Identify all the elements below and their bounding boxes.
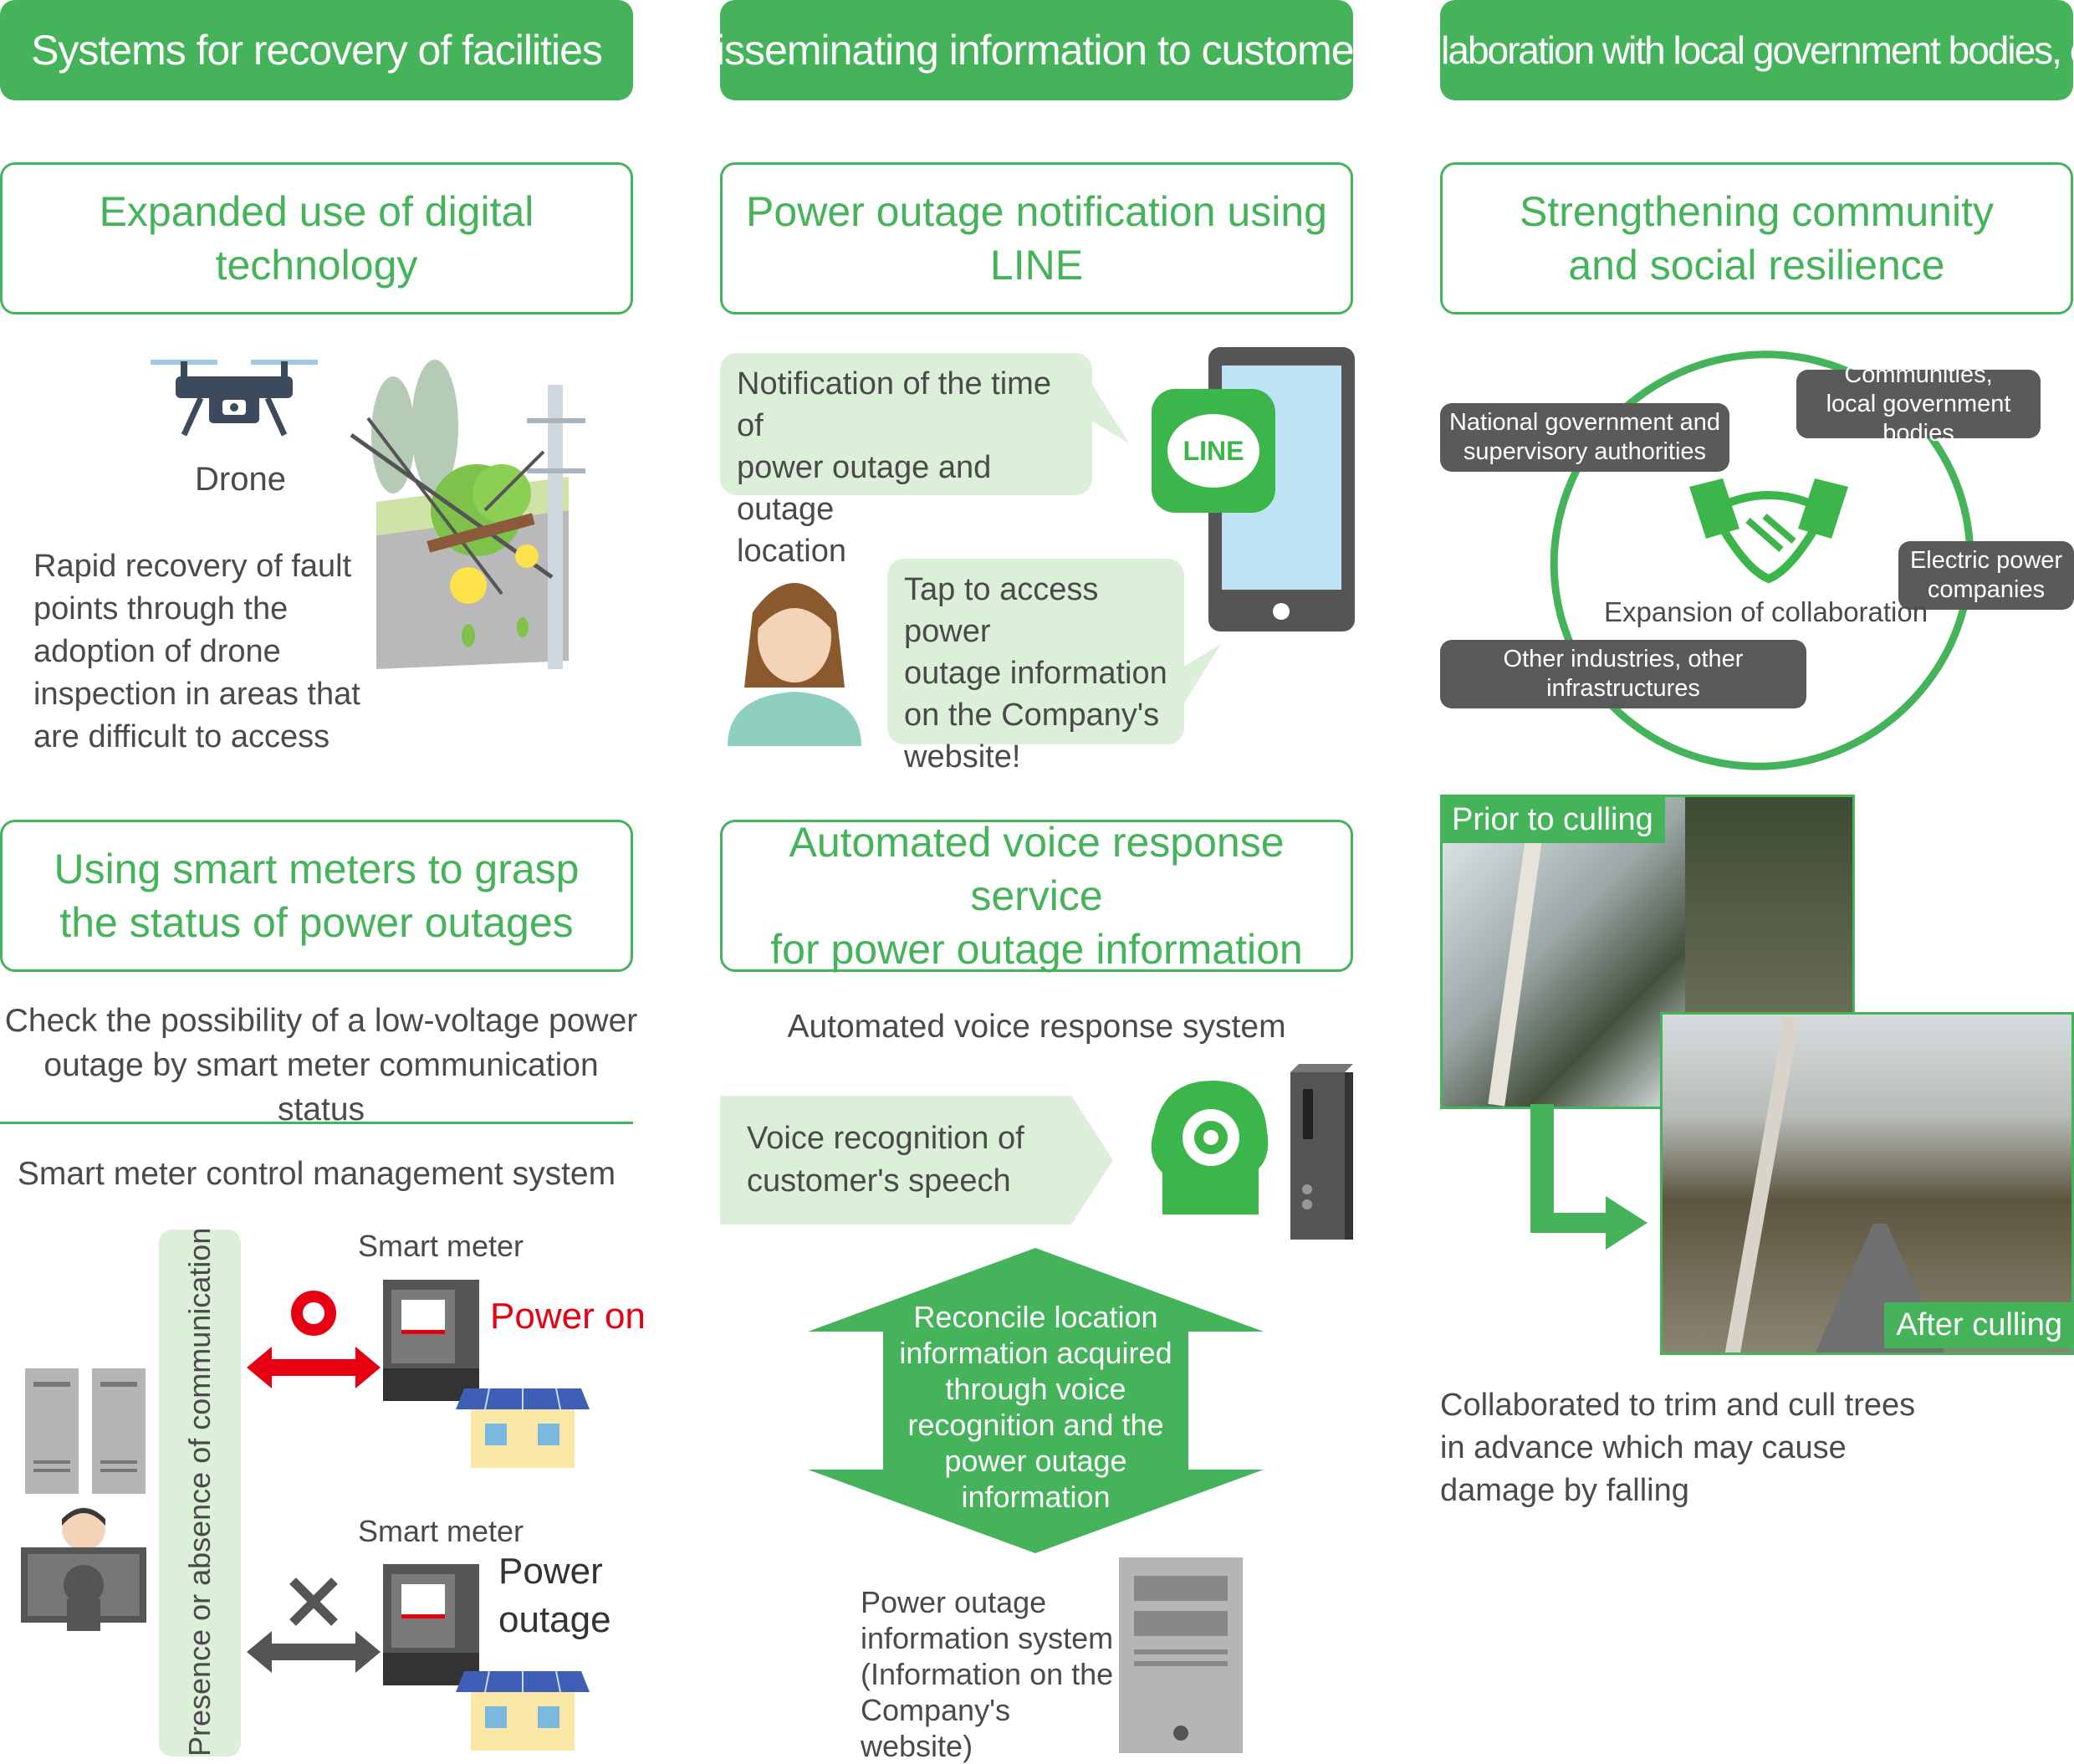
bubble-tail-1 <box>1087 376 1129 443</box>
server-rack-icon <box>25 1368 146 1494</box>
reconcile-double-arrow <box>808 1248 1264 1553</box>
before-culling-label: Prior to culling <box>1440 797 1665 843</box>
bubble-tail-2 <box>1179 644 1221 711</box>
power-on-label: Power on <box>490 1296 646 1337</box>
smart-meter-icon-2 <box>383 1564 479 1685</box>
smart-meter-icon-1 <box>383 1280 479 1401</box>
drone-label: Drone <box>195 461 286 498</box>
drone-description: Rapid recovery of fault points through t… <box>33 549 360 754</box>
header-disseminating-info: Disseminating information to customers <box>720 0 1353 100</box>
line-app-icon[interactable]: LINE <box>1152 389 1275 513</box>
header-recovery-systems: Systems for recovery of facilities <box>0 0 633 100</box>
communication-status-bar <box>159 1230 241 1756</box>
pill-electric-power: Electric power companies <box>1898 541 2074 610</box>
pill-national-government: National government and supervisory auth… <box>1440 403 1729 472</box>
voice-system-label: Automated voice response system <box>787 1009 1286 1045</box>
reconcile-text: Reconcile location information acquired … <box>899 1300 1172 1514</box>
pill-other-industries: Other industries, other infrastructures <box>1440 640 1806 708</box>
smart-meter-system-label: Smart meter control management system <box>17 1156 616 1192</box>
tap-access-bubble: Tap to access power outage information o… <box>887 559 1184 775</box>
fallen-tree-illustration <box>350 360 585 669</box>
progress-arrow <box>1530 1104 1647 1250</box>
topic-community-resilience: Strengthening community and social resil… <box>1440 162 2073 314</box>
topic-smart-meters: Using smart meters to grasp the status o… <box>0 820 633 972</box>
divider-line <box>0 1122 633 1124</box>
topic-line-notification: Power outage notification using LINE <box>720 162 1353 314</box>
double-arrow-red-icon <box>247 1347 381 1388</box>
notification-bubble: Notification of the time of power outage… <box>720 353 1092 569</box>
info-system-text: Power outage information system (Informa… <box>861 1585 1114 1763</box>
topic-digital-technology: Expanded use of digital technology <box>0 162 633 314</box>
vertical-communication-label: Presence or absence of communication <box>182 1227 217 1756</box>
smart-meter-label-1: Smart meter <box>358 1229 524 1263</box>
pill-communities: Communities, local government bodies <box>1796 361 2041 447</box>
voice-chevron-shape <box>720 1096 1113 1225</box>
operator-computer-icon <box>21 1507 146 1631</box>
smart-meter-label-2: Smart meter <box>358 1514 524 1548</box>
solar-house-icon-2 <box>456 1670 590 1751</box>
line-logo-text: LINE <box>1167 414 1259 488</box>
server-tower-icon <box>1290 1064 1353 1240</box>
info-system-server-icon <box>1119 1557 1243 1753</box>
photo-after-culling <box>1660 1012 2074 1355</box>
cross-fail-icon <box>289 1577 338 1626</box>
ai-head-gear-icon <box>1151 1081 1269 1214</box>
solar-house-icon-1 <box>456 1388 590 1468</box>
voice-recognition-text: Voice recognition of customer's speech <box>747 1121 1024 1199</box>
handshake-icon <box>1689 478 1848 584</box>
topic-voice-response: Automated voice response service for pow… <box>720 819 1353 973</box>
double-arrow-gray-icon <box>247 1631 381 1673</box>
circle-ok-icon <box>291 1291 336 1336</box>
expansion-label: Expansion of collaboration <box>1604 596 1928 627</box>
header-collaboration: Collaboration with local government bodi… <box>1440 0 2073 100</box>
smart-meter-check-text: Check the possibility of a low-voltage p… <box>4 1003 638 1127</box>
culling-description: Collaborated to trim and cull trees in a… <box>1440 1388 1916 1508</box>
customer-avatar-icon <box>728 583 861 746</box>
power-outage-label: Power outage <box>498 1551 611 1640</box>
after-culling-label: After culling <box>1884 1302 2074 1348</box>
drone-icon <box>151 360 318 437</box>
